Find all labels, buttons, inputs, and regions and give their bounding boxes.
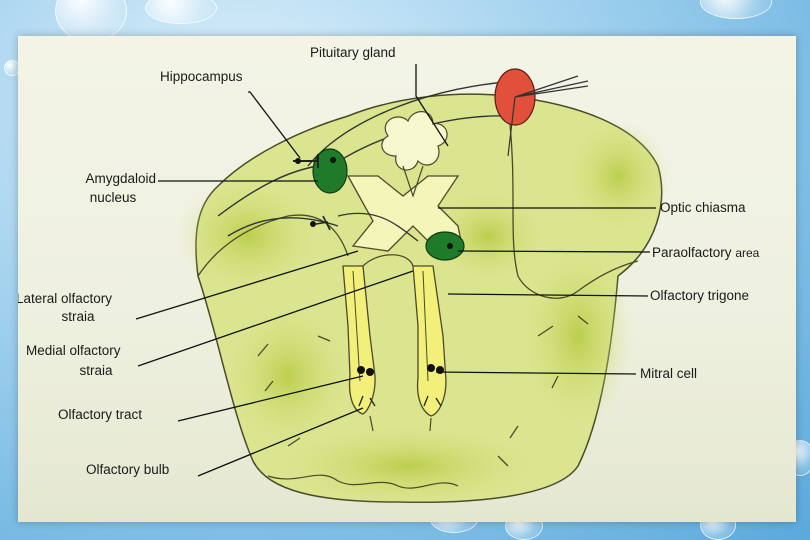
label-medial-straia: straia (79, 363, 113, 378)
mitral-cell-dot (357, 366, 365, 374)
paraolfactory-green (425, 231, 465, 261)
label-lateral-straia: straia (61, 309, 95, 324)
bubble-decoration (700, 0, 772, 19)
brain-diagram (135, 64, 668, 506)
shade (568, 121, 668, 231)
label-optic-chiasma: Optic chiasma (660, 200, 746, 215)
mitral-cell-dot (366, 368, 374, 376)
leader-lines (135, 64, 656, 477)
label-hippocampus: Hippocampus (160, 69, 243, 84)
label-mitral-cell: Mitral cell (640, 366, 698, 381)
diagram-photo: Pituitary gland Hippocampus Amygdaloid n… (18, 36, 796, 522)
label-olfactory-bulb: Olfactory bulb (86, 462, 170, 477)
label-amygdaloid: Amygdaloid (85, 171, 156, 186)
shade (178, 181, 318, 291)
shade (228, 306, 348, 446)
shade (523, 246, 633, 426)
amygdala-green (312, 148, 348, 194)
label-paraolfactory: Paraolfactory area (652, 245, 760, 260)
label-medial-olfactory: Medial olfactory (26, 343, 121, 358)
label-olfactory-tract: Olfactory tract (58, 407, 143, 422)
left-olfactory-tract (342, 265, 376, 415)
mitral-cell-dot (427, 364, 435, 372)
right-olfactory-tract (412, 265, 447, 417)
bubble-decoration (145, 0, 217, 24)
label-pituitary-gland: Pituitary gland (310, 45, 396, 60)
shade (278, 426, 538, 506)
mitral-cell-dot (436, 366, 444, 374)
label-lateral-olfactory: Lateral olfactory (18, 291, 113, 306)
label-olfactory-trigone: Olfactory trigone (650, 288, 750, 303)
label-amygdaloid-nucleus: nucleus (89, 190, 137, 205)
